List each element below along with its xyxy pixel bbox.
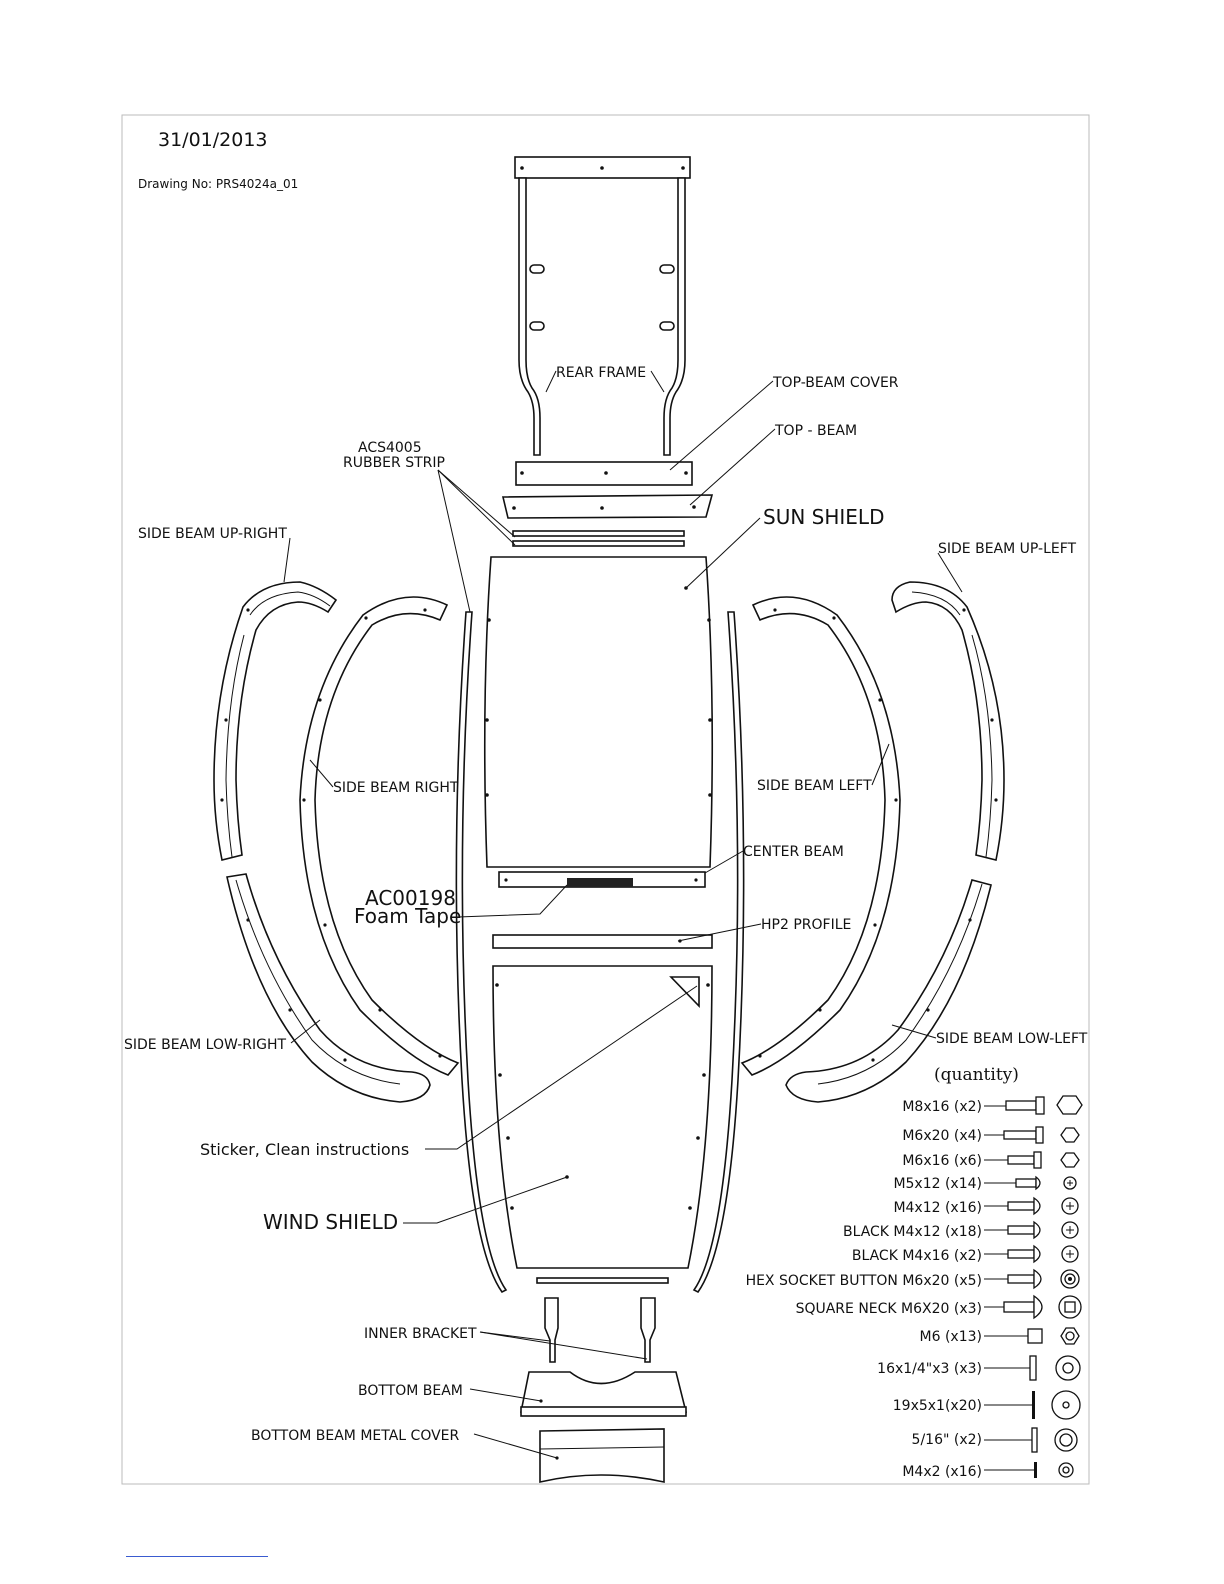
label-foam-tape-code: AC00198 <box>365 886 456 910</box>
bottom-beam <box>520 1371 688 1417</box>
svg-text:M8x16 (x2): M8x16 (x2) <box>902 1099 982 1115</box>
svg-text:M4x12 (x16): M4x12 (x16) <box>893 1200 982 1216</box>
label-sun-shield: SUN SHIELD <box>763 505 884 529</box>
hardware-row: SQUARE NECK M6X20 (x3) <box>796 1294 1082 1320</box>
hardware-row: M6 (x13) <box>920 1327 1080 1345</box>
label-side-beam-right: SIDE BEAM RIGHT <box>333 780 459 796</box>
drawing-date: 31/01/2013 <box>158 129 268 151</box>
rear-frame <box>514 156 691 456</box>
label-rubber-strip-code: ACS4005 <box>358 440 422 456</box>
label-wind-shield: WIND SHIELD <box>263 1210 398 1234</box>
label-top-beam-cover: TOP-BEAM COVER <box>772 375 899 391</box>
side-beam-low-left <box>785 879 992 1103</box>
hardware-row: 5/16" (x2) <box>912 1427 1078 1453</box>
svg-text:BLACK M4x16 (x2): BLACK M4x16 (x2) <box>852 1248 982 1264</box>
svg-text:19x5x1(x20): 19x5x1(x20) <box>893 1398 982 1414</box>
drawing-number: Drawing No: PRS4024a_01 <box>138 177 298 191</box>
label-bottom-beam-metal-cover: BOTTOM BEAM METAL COVER <box>251 1428 460 1444</box>
hardware-row: 19x5x1(x20) <box>893 1390 1081 1420</box>
label-side-beam-left: SIDE BEAM LEFT <box>757 778 872 794</box>
label-side-beam-low-right: SIDE BEAM LOW-RIGHT <box>124 1037 287 1053</box>
hardware-list: (quantity) M8x16 (x2) M6x20 (x4) M6x16 (… <box>746 1065 1083 1480</box>
hp2-profile <box>492 934 713 949</box>
wind-shield <box>492 965 713 1269</box>
hardware-row: BLACK M4x16 (x2) <box>852 1244 1079 1264</box>
label-rubber-strip: RUBBER STRIP <box>343 455 445 471</box>
hex-head-icon <box>1056 1095 1083 1115</box>
svg-text:M6 (x13): M6 (x13) <box>920 1329 982 1345</box>
hex-head-icon <box>1060 1152 1080 1168</box>
edge-strip-right <box>692 611 745 1294</box>
hardware-row: M8x16 (x2) <box>902 1095 1083 1115</box>
label-hp2-profile: HP2 PROFILE <box>761 917 851 933</box>
label-foam-tape: Foam Tape <box>354 904 461 928</box>
hex-head-icon <box>1060 1127 1080 1143</box>
hardware-row: M6x16 (x6) <box>902 1151 1080 1169</box>
svg-text:M6x20 (x4): M6x20 (x4) <box>902 1128 982 1144</box>
svg-text:BLACK M4x12 (x18): BLACK M4x12 (x18) <box>843 1224 982 1240</box>
svg-text:M4x2 (x16): M4x2 (x16) <box>902 1464 982 1480</box>
hardware-row: M4x12 (x16) <box>893 1196 1079 1216</box>
hardware-row: M5x12 (x14) <box>893 1175 1077 1192</box>
side-beam-up-right <box>213 581 338 861</box>
center-beam <box>498 871 706 888</box>
label-center-beam: CENTER BEAM <box>743 844 844 860</box>
svg-text:16x1/4"x3 (x3): 16x1/4"x3 (x3) <box>877 1361 982 1377</box>
label-top-beam: TOP - BEAM <box>774 423 857 439</box>
hardware-row: M4x2 (x16) <box>902 1462 1074 1480</box>
label-rear-frame: REAR FRAME <box>556 365 646 381</box>
label-side-beam-up-right: SIDE BEAM UP-RIGHT <box>138 526 287 542</box>
label-bottom-beam: BOTTOM BEAM <box>358 1383 463 1399</box>
svg-text:M6x16 (x6): M6x16 (x6) <box>902 1153 982 1169</box>
edge-strip-left <box>455 611 508 1294</box>
side-beam-low-right <box>226 873 431 1103</box>
rubber-strip <box>512 530 685 547</box>
sun-shield <box>483 556 714 868</box>
side-beam-up-left <box>891 581 1005 861</box>
label-inner-bracket: INNER BRACKET <box>364 1326 477 1342</box>
label-side-beam-low-left: SIDE BEAM LOW-LEFT <box>936 1031 1088 1047</box>
wind-shield-bottom-strip <box>536 1277 669 1284</box>
svg-text:5/16" (x2): 5/16" (x2) <box>912 1432 982 1448</box>
hardware-row: M6x20 (x4) <box>902 1126 1080 1144</box>
inner-bracket <box>544 1297 656 1363</box>
svg-text:M5x12 (x14): M5x12 (x14) <box>893 1176 982 1192</box>
bottom-beam-metal-cover <box>539 1428 665 1484</box>
hardware-row: HEX SOCKET BUTTON M6x20 (x5) <box>746 1268 1080 1290</box>
footer-link-underline[interactable] <box>126 1556 268 1557</box>
label-sticker: Sticker, Clean instructions <box>200 1140 409 1159</box>
hardware-heading: (quantity) <box>934 1065 1019 1085</box>
svg-text:HEX SOCKET BUTTON M6x20 (x5): HEX SOCKET BUTTON M6x20 (x5) <box>746 1273 982 1289</box>
label-side-beam-up-left: SIDE BEAM UP-LEFT <box>938 541 1077 557</box>
hardware-row: 16x1/4"x3 (x3) <box>877 1355 1081 1381</box>
top-beam <box>501 494 714 519</box>
top-beam-cover <box>515 461 693 486</box>
hardware-row: BLACK M4x12 (x18) <box>843 1220 1079 1240</box>
drawing-border <box>121 114 1090 1485</box>
svg-text:SQUARE NECK M6X20 (x3): SQUARE NECK M6X20 (x3) <box>796 1301 982 1317</box>
side-beam-left <box>740 596 901 1076</box>
side-beam-right <box>299 596 460 1076</box>
leader-lines <box>283 370 963 1459</box>
